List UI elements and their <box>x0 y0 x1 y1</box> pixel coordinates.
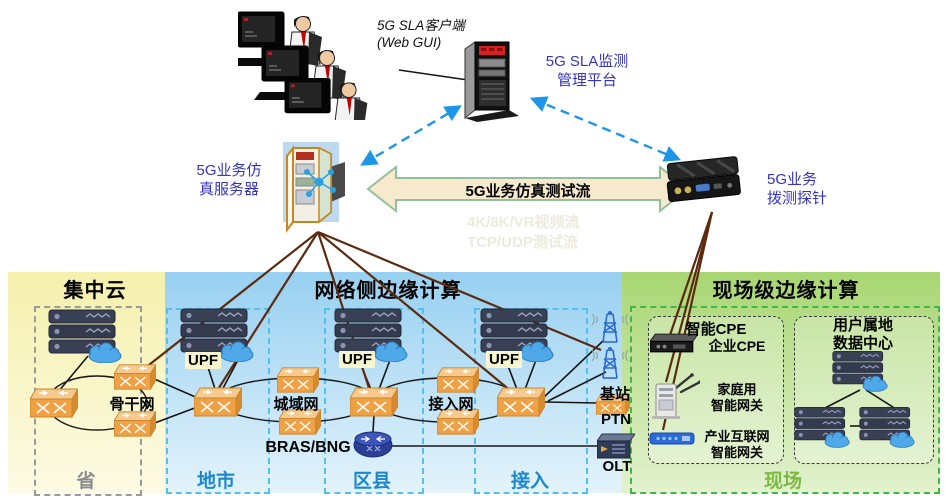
zone-label-city: 地市 <box>196 471 236 492</box>
client-label-line1: 5G SLA客户端 <box>377 18 465 33</box>
probe-label: 5G业务 拨测探针 <box>767 170 827 208</box>
upf-label: UPF <box>339 351 375 368</box>
dc-server-stack <box>859 406 915 448</box>
industry-gateway-icon <box>649 430 695 447</box>
home-gw-line2: 智能网关 <box>710 398 764 413</box>
backbone-label: 骨干网 <box>109 396 155 413</box>
field-edge-title: 现场级边缘计算 <box>712 280 860 302</box>
probe-label-line2: 拨测探针 <box>767 190 828 207</box>
sim-server-label-line1: 5G业务仿 <box>196 162 262 179</box>
probe-icon <box>665 150 743 210</box>
central-cloud-title: 集中云 <box>63 280 127 302</box>
base-station-icon <box>590 310 630 346</box>
industry-gw-line2: 智能网关 <box>710 445 764 460</box>
sim-server-icon <box>283 142 347 236</box>
sim-server-label-line2: 真服务器 <box>198 181 260 198</box>
router-icon <box>350 387 398 417</box>
industry-gateway-label: 产业互联网 智能网关 <box>704 429 769 461</box>
dc-server-stack <box>794 406 850 448</box>
user-dc-title: 用户属地 数据中心 <box>833 317 893 353</box>
router-icon <box>194 387 242 417</box>
user-dc-title-line1: 用户属地 <box>832 317 894 334</box>
base-station-icon <box>590 346 630 382</box>
enterprise-cpe-label: 企业CPE <box>708 338 766 354</box>
upf-label: UPF <box>185 352 221 369</box>
flow-arrow-label: 5G业务仿真测试流 <box>465 183 591 200</box>
router-icon <box>277 367 319 393</box>
sim-server-label: 5G业务仿 真服务器 <box>196 161 261 199</box>
router-icon <box>437 367 479 393</box>
zone-box-field <box>630 306 940 494</box>
router-icon <box>114 411 156 437</box>
network-edge-title: 网络侧边缘计算 <box>314 280 462 302</box>
upf-label: UPF <box>486 351 522 368</box>
platform-label-line2: 管理平台 <box>556 72 617 89</box>
zone-label-field: 现场 <box>763 471 803 492</box>
client-label-line2: (Web GUI) <box>377 35 442 50</box>
router-icon <box>30 388 78 418</box>
platform-label: 5G SLA监测 管理平台 <box>546 52 629 90</box>
zone-label-province: 省 <box>76 471 96 492</box>
watermark-text: 4K/8K/VR视频流 TCP/UDP测试流 <box>467 213 580 253</box>
watermark-line1: 4K/8K/VR视频流 <box>467 214 580 231</box>
olt-device-icon <box>597 433 635 460</box>
watermark-line2: TCP/UDP测试流 <box>467 234 578 251</box>
client-label: 5G SLA客户端 (Web GUI) <box>377 17 465 51</box>
cloud-server-stack <box>48 309 122 363</box>
access-net-label: 接入网 <box>428 396 474 413</box>
bras-router-icon <box>353 430 393 458</box>
zone-label-access: 接入 <box>510 471 550 492</box>
metro-net-label: 城域网 <box>273 396 319 413</box>
bras-label: BRAS/BNG <box>265 439 351 456</box>
platform-label-line1: 5G SLA监测 <box>545 53 629 70</box>
industry-gw-line1: 产业互联网 <box>704 429 770 444</box>
home-gateway-label: 家庭用 智能网关 <box>711 382 763 414</box>
home-gw-line1: 家庭用 <box>717 382 757 397</box>
zone-label-county: 区县 <box>352 471 392 492</box>
ptn-label: PTN <box>601 411 631 428</box>
home-gateway-icon <box>648 372 700 420</box>
router-icon <box>497 387 545 417</box>
olt-label: OLT <box>602 458 632 475</box>
dc-server-stack <box>832 350 888 392</box>
user-dc-title-line2: 数据中心 <box>832 335 894 352</box>
platform-server-icon <box>463 40 521 122</box>
bts-label: 基站 <box>599 386 631 403</box>
probe-label-line1: 5G业务 <box>767 171 818 188</box>
router-icon <box>114 364 156 390</box>
